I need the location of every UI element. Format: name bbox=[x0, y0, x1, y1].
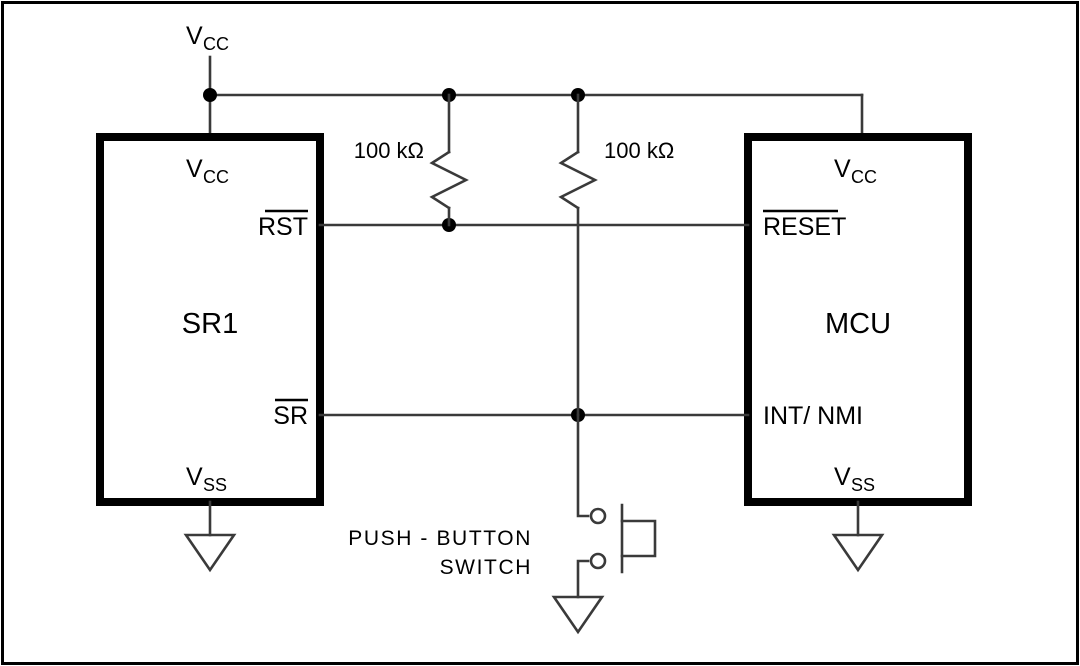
chip-sr1-vss-label-sub: SS bbox=[203, 475, 227, 495]
chip-mcu-name: MCU bbox=[825, 308, 891, 340]
chip-sr1-vcc-label-sub: CC bbox=[203, 167, 229, 187]
chip-mcu-pin-reset-label: RESET bbox=[763, 213, 846, 241]
resistor-r2-body bbox=[558, 150, 598, 210]
vcc-supply-label: V bbox=[186, 22, 203, 50]
junction-vcc-sr1 bbox=[203, 88, 217, 102]
switch-plunger bbox=[620, 519, 657, 558]
chip-sr1-vss-label: V bbox=[186, 463, 203, 491]
switch-label-line2: SWITCH bbox=[440, 556, 532, 579]
chip-mcu-pin-int-nmi-label: INT/ NMI bbox=[763, 402, 863, 430]
chip-mcu-vss-label: V bbox=[834, 463, 851, 491]
chip-sr1-pin-sr-label: SR bbox=[273, 402, 308, 430]
chip-sr1-pin-rst-label: RST bbox=[258, 213, 308, 241]
gnd-switch-symbol bbox=[551, 595, 605, 635]
resistor-r1-value: 100 kΩ bbox=[354, 138, 424, 163]
chip-sr1-vcc-label: V bbox=[186, 155, 203, 183]
chip-mcu-vcc-label-sub: CC bbox=[851, 167, 877, 187]
switch-bottom-lead bbox=[576, 559, 590, 599]
chip-mcu-vss-label-sub: SS bbox=[851, 475, 875, 495]
switch-label-line1: PUSH - BUTTON bbox=[348, 527, 532, 550]
gnd-sr1-symbol bbox=[183, 533, 237, 573]
switch-terminal-bottom bbox=[589, 552, 607, 570]
chip-sr1-name: SR1 bbox=[182, 308, 238, 340]
gnd-mcu-symbol bbox=[831, 533, 885, 573]
switch-top-lead bbox=[576, 413, 590, 518]
resistor-r1-body bbox=[429, 150, 469, 210]
chip-mcu-vcc-label: V bbox=[834, 155, 851, 183]
switch-terminal-top bbox=[589, 507, 607, 525]
vcc-supply-label-sub: CC bbox=[203, 34, 229, 54]
resistor-r2-value: 100 kΩ bbox=[604, 138, 674, 163]
